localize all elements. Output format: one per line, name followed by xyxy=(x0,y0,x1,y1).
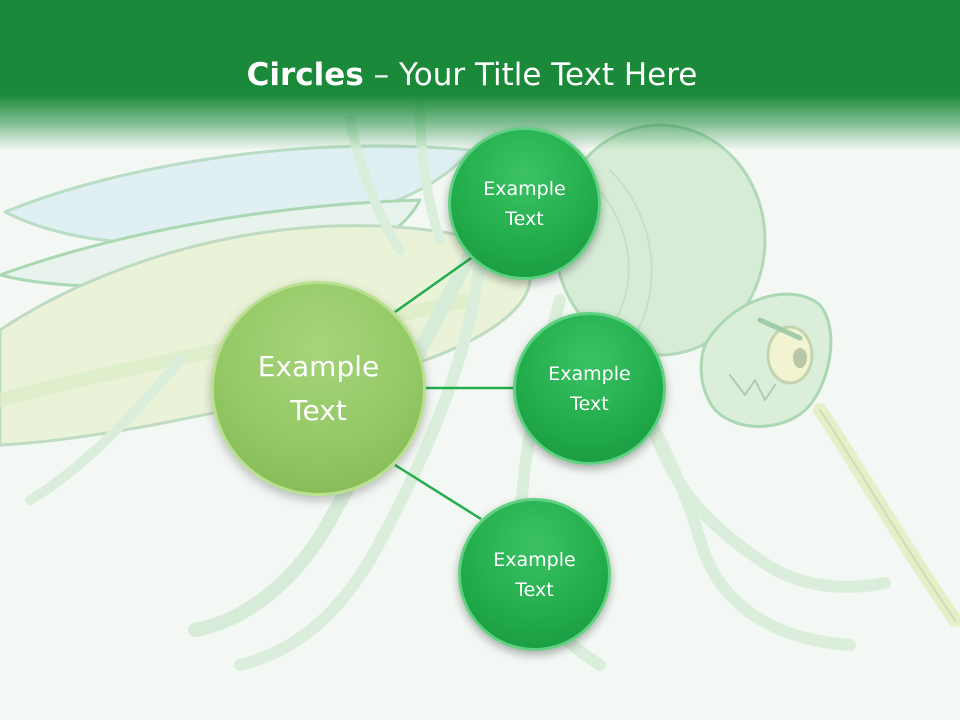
title-bold: Circles xyxy=(246,57,364,93)
connector-line-bottom xyxy=(394,463,482,521)
satellite-circle-label: Text xyxy=(570,392,609,415)
satellite-circle-bottom[interactable]: Example Text xyxy=(458,498,611,651)
title-rest: – Your Title Text Here xyxy=(363,57,698,93)
center-circle-line1: Example xyxy=(257,349,380,383)
center-circle[interactable]: Example Text xyxy=(211,281,426,496)
title-bar xyxy=(0,0,960,150)
connector-line-top xyxy=(394,254,475,314)
slide-title: Circles – Your Title Text Here xyxy=(0,52,944,98)
satellite-circle-label: Text xyxy=(515,578,554,601)
center-circle-line2: Text xyxy=(290,393,347,427)
satellite-circle-top[interactable]: Example Text xyxy=(448,127,601,280)
satellite-circle-label: Text xyxy=(505,207,544,230)
satellite-circle-middle[interactable]: Example Text xyxy=(513,312,666,465)
satellite-circle-label: Example xyxy=(483,177,566,200)
satellite-circle-label: Example xyxy=(548,362,631,385)
satellite-circle-label: Example xyxy=(493,548,576,571)
